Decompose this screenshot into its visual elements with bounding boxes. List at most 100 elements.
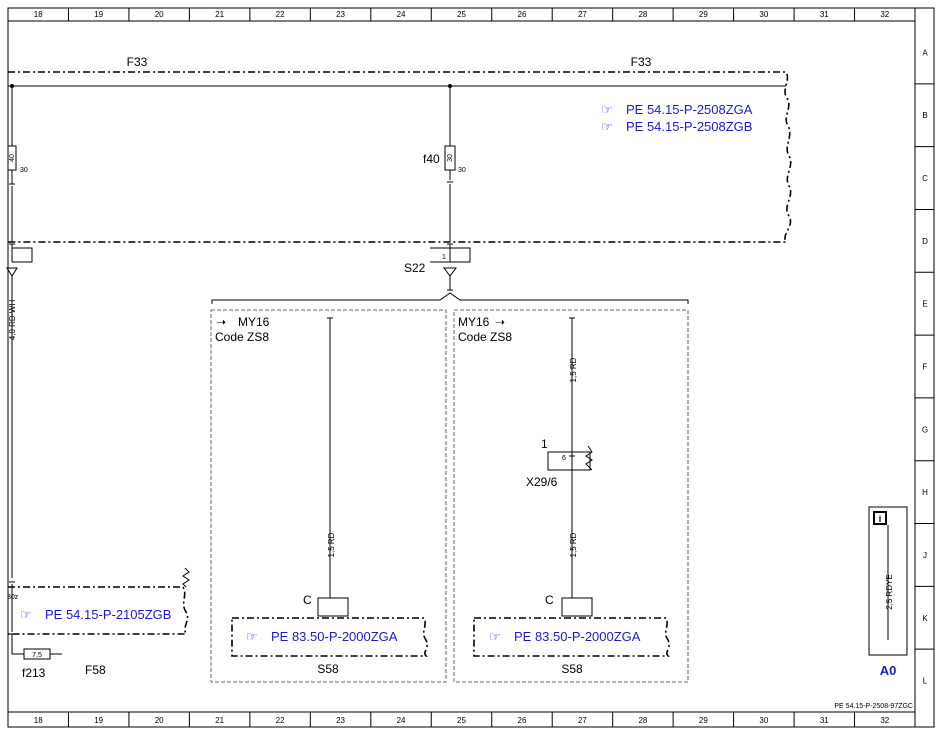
wire-label-a0: 2,5 RDYE — [885, 574, 894, 610]
column-number: 19 — [94, 10, 103, 19]
row-letter: H — [922, 488, 928, 497]
row-letter: B — [922, 111, 927, 120]
f33-busbar[interactable] — [8, 71, 792, 243]
ref-link-s58-right-text: PE 83.50-P-2000ZGA — [514, 629, 641, 644]
row-letter: J — [923, 551, 927, 560]
column-number: 26 — [518, 10, 527, 19]
f58-block-box — [8, 586, 189, 635]
column-number: 23 — [336, 10, 345, 19]
f58-label: F58 — [85, 663, 106, 677]
variant-left-code: Code ZS8 — [215, 330, 269, 344]
f40-fuse[interactable] — [444, 84, 456, 242]
svg-text:i: i — [879, 514, 882, 524]
ref-link-s58-right[interactable]: ☞ PE 83.50-P-2000ZGA — [489, 629, 641, 644]
column-number: 18 — [34, 10, 43, 19]
column-number: 20 — [155, 716, 164, 725]
x29-pin-inner: 6 — [562, 455, 566, 462]
a0-box — [868, 506, 908, 656]
row-letter: A — [922, 48, 928, 57]
x29-label: X29/6 — [526, 475, 558, 489]
document-id: PE 54.15-P-2508-97ZGC — [834, 703, 913, 710]
column-number: 30 — [759, 10, 768, 19]
f213-rating: 7,5 — [32, 652, 42, 659]
variant-box-left — [210, 309, 447, 683]
column-number: 22 — [276, 10, 285, 19]
busbar-label-right: F33 — [631, 55, 652, 69]
wire-label-left-main: 4,0 RD WH — [8, 300, 17, 341]
hand-pointer-icon: ☞ — [20, 607, 32, 622]
ref-link-s58-left[interactable]: ☞ PE 83.50-P-2000ZGA — [246, 629, 398, 644]
center-wire[interactable] — [317, 317, 349, 617]
column-number: 29 — [699, 716, 708, 725]
f213-label: f213 — [22, 666, 46, 680]
f40-terminal: 30 — [458, 167, 466, 174]
hand-pointer-icon: ☞ — [601, 102, 613, 117]
left-feed-wire[interactable] — [6, 84, 33, 655]
column-number: 20 — [155, 10, 164, 19]
column-number: 25 — [457, 716, 466, 725]
column-number: 26 — [518, 716, 527, 725]
row-letter: G — [922, 425, 928, 434]
f213-fuse[interactable] — [23, 648, 62, 660]
column-number: 32 — [880, 716, 889, 725]
f40-label: f40 — [423, 152, 440, 166]
column-number: 27 — [578, 10, 587, 19]
hand-pointer-icon: ☞ — [246, 629, 258, 644]
ref-link-left[interactable]: ☞ PE 54.15-P-2105ZGB — [20, 607, 171, 622]
s58-right-box — [473, 617, 670, 657]
wire-label-right-lower: 1,5 RD — [569, 532, 578, 557]
column-number: 32 — [880, 10, 889, 19]
column-number: 31 — [820, 10, 829, 19]
column-number: 28 — [638, 10, 647, 19]
row-letter: C — [922, 174, 928, 183]
s58-left-box — [231, 617, 428, 657]
column-number: 27 — [578, 716, 587, 725]
hand-pointer-icon: ☞ — [489, 629, 501, 644]
column-number: 31 — [820, 716, 829, 725]
column-number: 28 — [638, 716, 647, 725]
column-number: 22 — [276, 716, 285, 725]
s58-right-label: S58 — [561, 662, 583, 676]
left-fuse-rating: 40 — [9, 154, 16, 162]
ref-link-top-2-text: PE 54.15-P-2508ZGB — [626, 119, 752, 134]
s22-pin: 1 — [442, 254, 446, 261]
column-number: 21 — [215, 10, 224, 19]
ref-link-top-2[interactable]: ☞ PE 54.15-P-2508ZGB — [601, 119, 752, 134]
column-number: 25 — [457, 10, 466, 19]
info-icon[interactable]: i — [873, 511, 887, 525]
left-fuse-terminal: 30 — [20, 167, 28, 174]
wire-label-right-upper: 1,5 RD — [569, 357, 578, 382]
row-letter: D — [922, 237, 928, 246]
s58-left-pin: C — [303, 593, 312, 607]
ref-link-top-1-text: PE 54.15-P-2508ZGA — [626, 102, 753, 117]
column-number: 18 — [34, 716, 43, 725]
ref-link-left-text: PE 54.15-P-2105ZGB — [45, 607, 171, 622]
ref-link-s58-left-text: PE 83.50-P-2000ZGA — [271, 629, 398, 644]
column-number: 29 — [699, 10, 708, 19]
variant-right-my: MY16 — [458, 315, 490, 329]
s22-connector[interactable] — [430, 243, 471, 291]
column-number: 19 — [94, 716, 103, 725]
variant-right-code: Code ZS8 — [458, 330, 512, 344]
column-number: 24 — [397, 716, 406, 725]
variant-bracket — [211, 292, 689, 304]
hand-pointer-icon: ☞ — [601, 119, 613, 134]
variant-left-my: MY16 — [238, 315, 270, 329]
a0-link[interactable]: A0 — [880, 663, 897, 678]
arrow-right-icon: ➝ — [216, 315, 226, 329]
ref-link-top-1[interactable]: ☞ PE 54.15-P-2508ZGA — [601, 102, 753, 117]
x29-pin-outer: 1 — [541, 437, 548, 451]
column-number: 23 — [336, 716, 345, 725]
right-wire[interactable] — [547, 317, 593, 617]
s58-left-label: S58 — [317, 662, 339, 676]
arrow-right-icon: ➝ — [495, 315, 505, 329]
column-number: 21 — [215, 716, 224, 725]
variant-box-right — [453, 309, 689, 683]
s58-right-pin: C — [545, 593, 554, 607]
column-number: 24 — [397, 10, 406, 19]
row-letter: E — [922, 300, 927, 309]
wire-label-center: 1,5 RD — [327, 532, 336, 557]
